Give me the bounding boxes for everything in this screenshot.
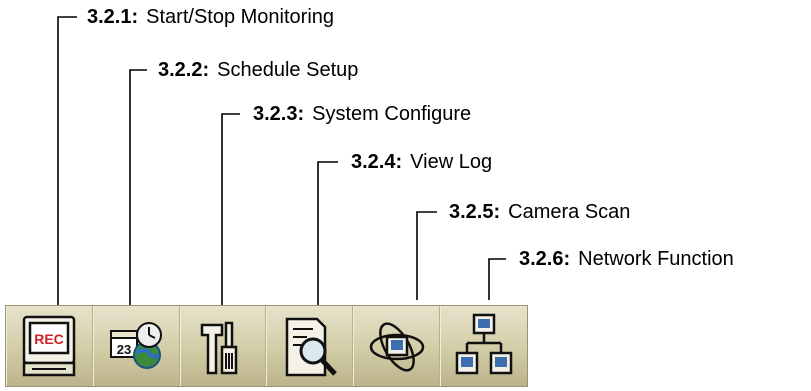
calendar-clock-globe-icon: 23 [110,322,163,369]
callout-text: Start/Stop Monitoring [146,6,335,28]
callout-line-start-stop [57,16,77,308]
callout-number: 3.2.6: [519,248,571,270]
callout-view-log: 3.2.4: View Log [351,151,492,173]
callout-number: 3.2.1: [87,6,139,28]
callout-number: 3.2.2: [158,59,210,81]
callout-text: Network Function [578,248,734,270]
callout-line-view-log [317,161,338,308]
callout-start-stop-monitoring: 3.2.1: Start/Stop Monitoring [87,6,334,28]
start-stop-monitoring-button[interactable]: REC [6,306,93,386]
callout-text: Camera Scan [508,201,631,223]
callout-number: 3.2.3: [253,103,305,125]
callout-network-function: 3.2.6: Network Function [519,248,734,270]
callout-schedule-setup: 3.2.2: Schedule Setup [158,59,358,81]
tools-icon [200,321,238,375]
callout-line-schedule [129,69,147,308]
callout-line-system-configure [221,113,240,308]
callout-line-camera-scan [416,211,437,300]
main-toolbar: REC 23 [5,305,528,387]
system-configure-button[interactable] [179,306,267,386]
network-icon [455,313,513,375]
callout-number: 3.2.5: [449,201,501,223]
callout-text: Schedule Setup [217,59,359,81]
schedule-setup-button[interactable]: 23 [92,306,180,386]
callout-text: View Log [410,151,493,173]
callout-number: 3.2.4: [351,151,403,173]
rec-badge: REC [35,331,65,347]
callout-text: System Configure [312,103,472,125]
callout-line-network [488,258,506,300]
camera-scan-button[interactable] [353,306,441,386]
calendar-date: 23 [117,342,131,357]
view-log-button[interactable] [266,306,354,386]
magnifier-document-icon [285,317,337,377]
callout-camera-scan: 3.2.5: Camera Scan [449,201,630,223]
rec-monitor-icon: REC [23,315,76,377]
camera-scan-icon [369,322,424,372]
callout-system-configure: 3.2.3: System Configure [253,103,471,125]
network-function-button[interactable] [440,306,527,386]
